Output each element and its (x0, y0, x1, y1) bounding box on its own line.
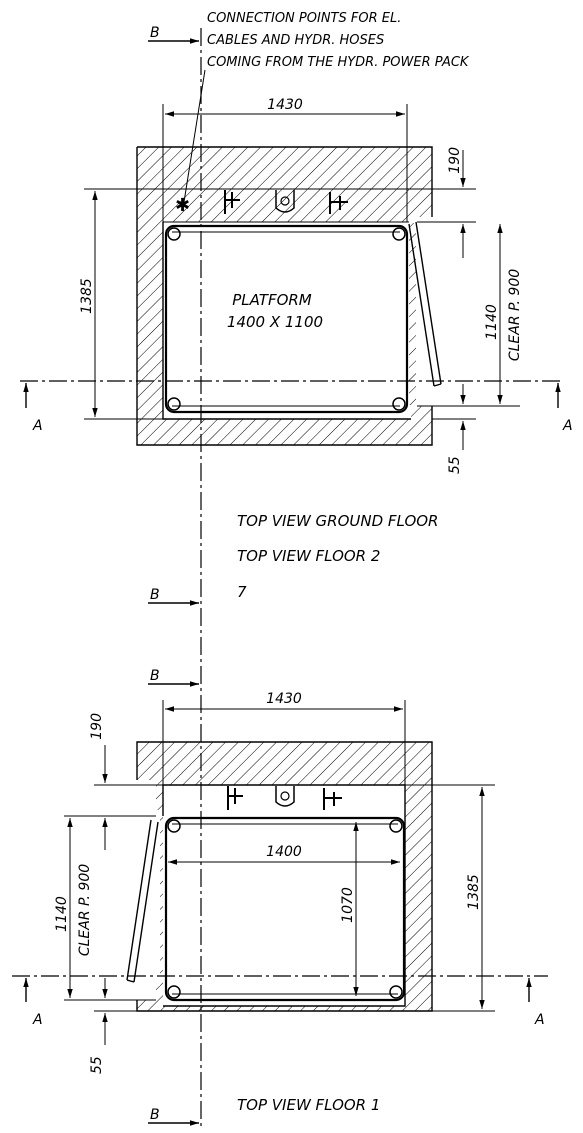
top-roller-br (392, 397, 406, 411)
top-section-a-label-left: A (32, 418, 43, 434)
caption-floor-1: TOP VIEW FLOOR 1 (237, 1096, 380, 1114)
bottom-section-a-label-right: A (534, 1012, 545, 1028)
bottom-roller-tl (167, 819, 181, 833)
top-clear-label: CLEAR P. 900 (507, 269, 523, 361)
bottom-platform (164, 816, 406, 1002)
bottom-door-leaf (126, 819, 159, 983)
top-wall-outline-bottom (136, 147, 433, 446)
bottom-1140-dim: 1140 (54, 896, 70, 932)
note-line-2: CABLES AND HYDR. HOSES (207, 33, 384, 48)
top-guide-rail (224, 190, 348, 214)
bottom-view: A A 1430 190 1140 CLEAR P. 900 55 1400 1… (12, 691, 548, 1114)
top-width-dim: 1430 (267, 97, 303, 113)
top-view: ✱ A A 1430 190 1385 1140 CLEAR P (20, 97, 573, 601)
bottom-guide-rail (227, 786, 342, 810)
bottom-roller-tr (389, 819, 403, 833)
top-roller-tl (167, 227, 181, 241)
top-platform (164, 224, 409, 414)
bottom-roller-br (389, 985, 403, 999)
platform-label-line1: PLATFORM (232, 291, 312, 309)
caption-number: 7 (237, 583, 247, 601)
caption-ground-floor: TOP VIEW GROUND FLOOR (237, 512, 438, 530)
section-b-label-bottom: B (150, 1107, 160, 1123)
connection-point-marker: ✱ (175, 195, 190, 216)
caption-floor-2: TOP VIEW FLOOR 2 (237, 547, 380, 565)
top-roller-tr (392, 227, 406, 241)
top-1140-dim: 1140 (484, 304, 500, 340)
top-roller-bl (167, 397, 181, 411)
bottom-1400-dim: 1400 (266, 844, 302, 860)
note-line-1: CONNECTION POINTS FOR EL. (207, 11, 401, 26)
bottom-clear-label: CLEAR P. 900 (77, 864, 93, 956)
section-b-label-mid: B (150, 587, 160, 603)
top-door-leaf (408, 221, 442, 387)
bottom-wall-outline (136, 741, 433, 1012)
bottom-190-dim: 190 (89, 713, 105, 740)
top-section-a-label-right: A (562, 418, 573, 434)
top-55-dim: 55 (447, 456, 463, 474)
bottom-1385-dim: 1385 (466, 874, 482, 910)
bottom-roller-bl (167, 985, 181, 999)
bottom-width-dim: 1430 (266, 691, 302, 707)
section-b-label-lower: B (150, 668, 160, 684)
platform-label-line2: 1400 X 1100 (227, 313, 323, 331)
bottom-55-dim: 55 (89, 1056, 105, 1074)
top-wall-outline-top (137, 146, 433, 217)
bottom-1070-dim: 1070 (340, 887, 356, 923)
bottom-wall-hatch (137, 742, 432, 1011)
section-b-label-top: B (150, 25, 160, 41)
bottom-section-a-label-left: A (32, 1012, 43, 1028)
top-190-dim: 190 (447, 147, 463, 174)
note-line-3: COMING FROM THE HYDR. POWER PACK (207, 55, 470, 70)
top-1385-dim: 1385 (79, 278, 95, 314)
